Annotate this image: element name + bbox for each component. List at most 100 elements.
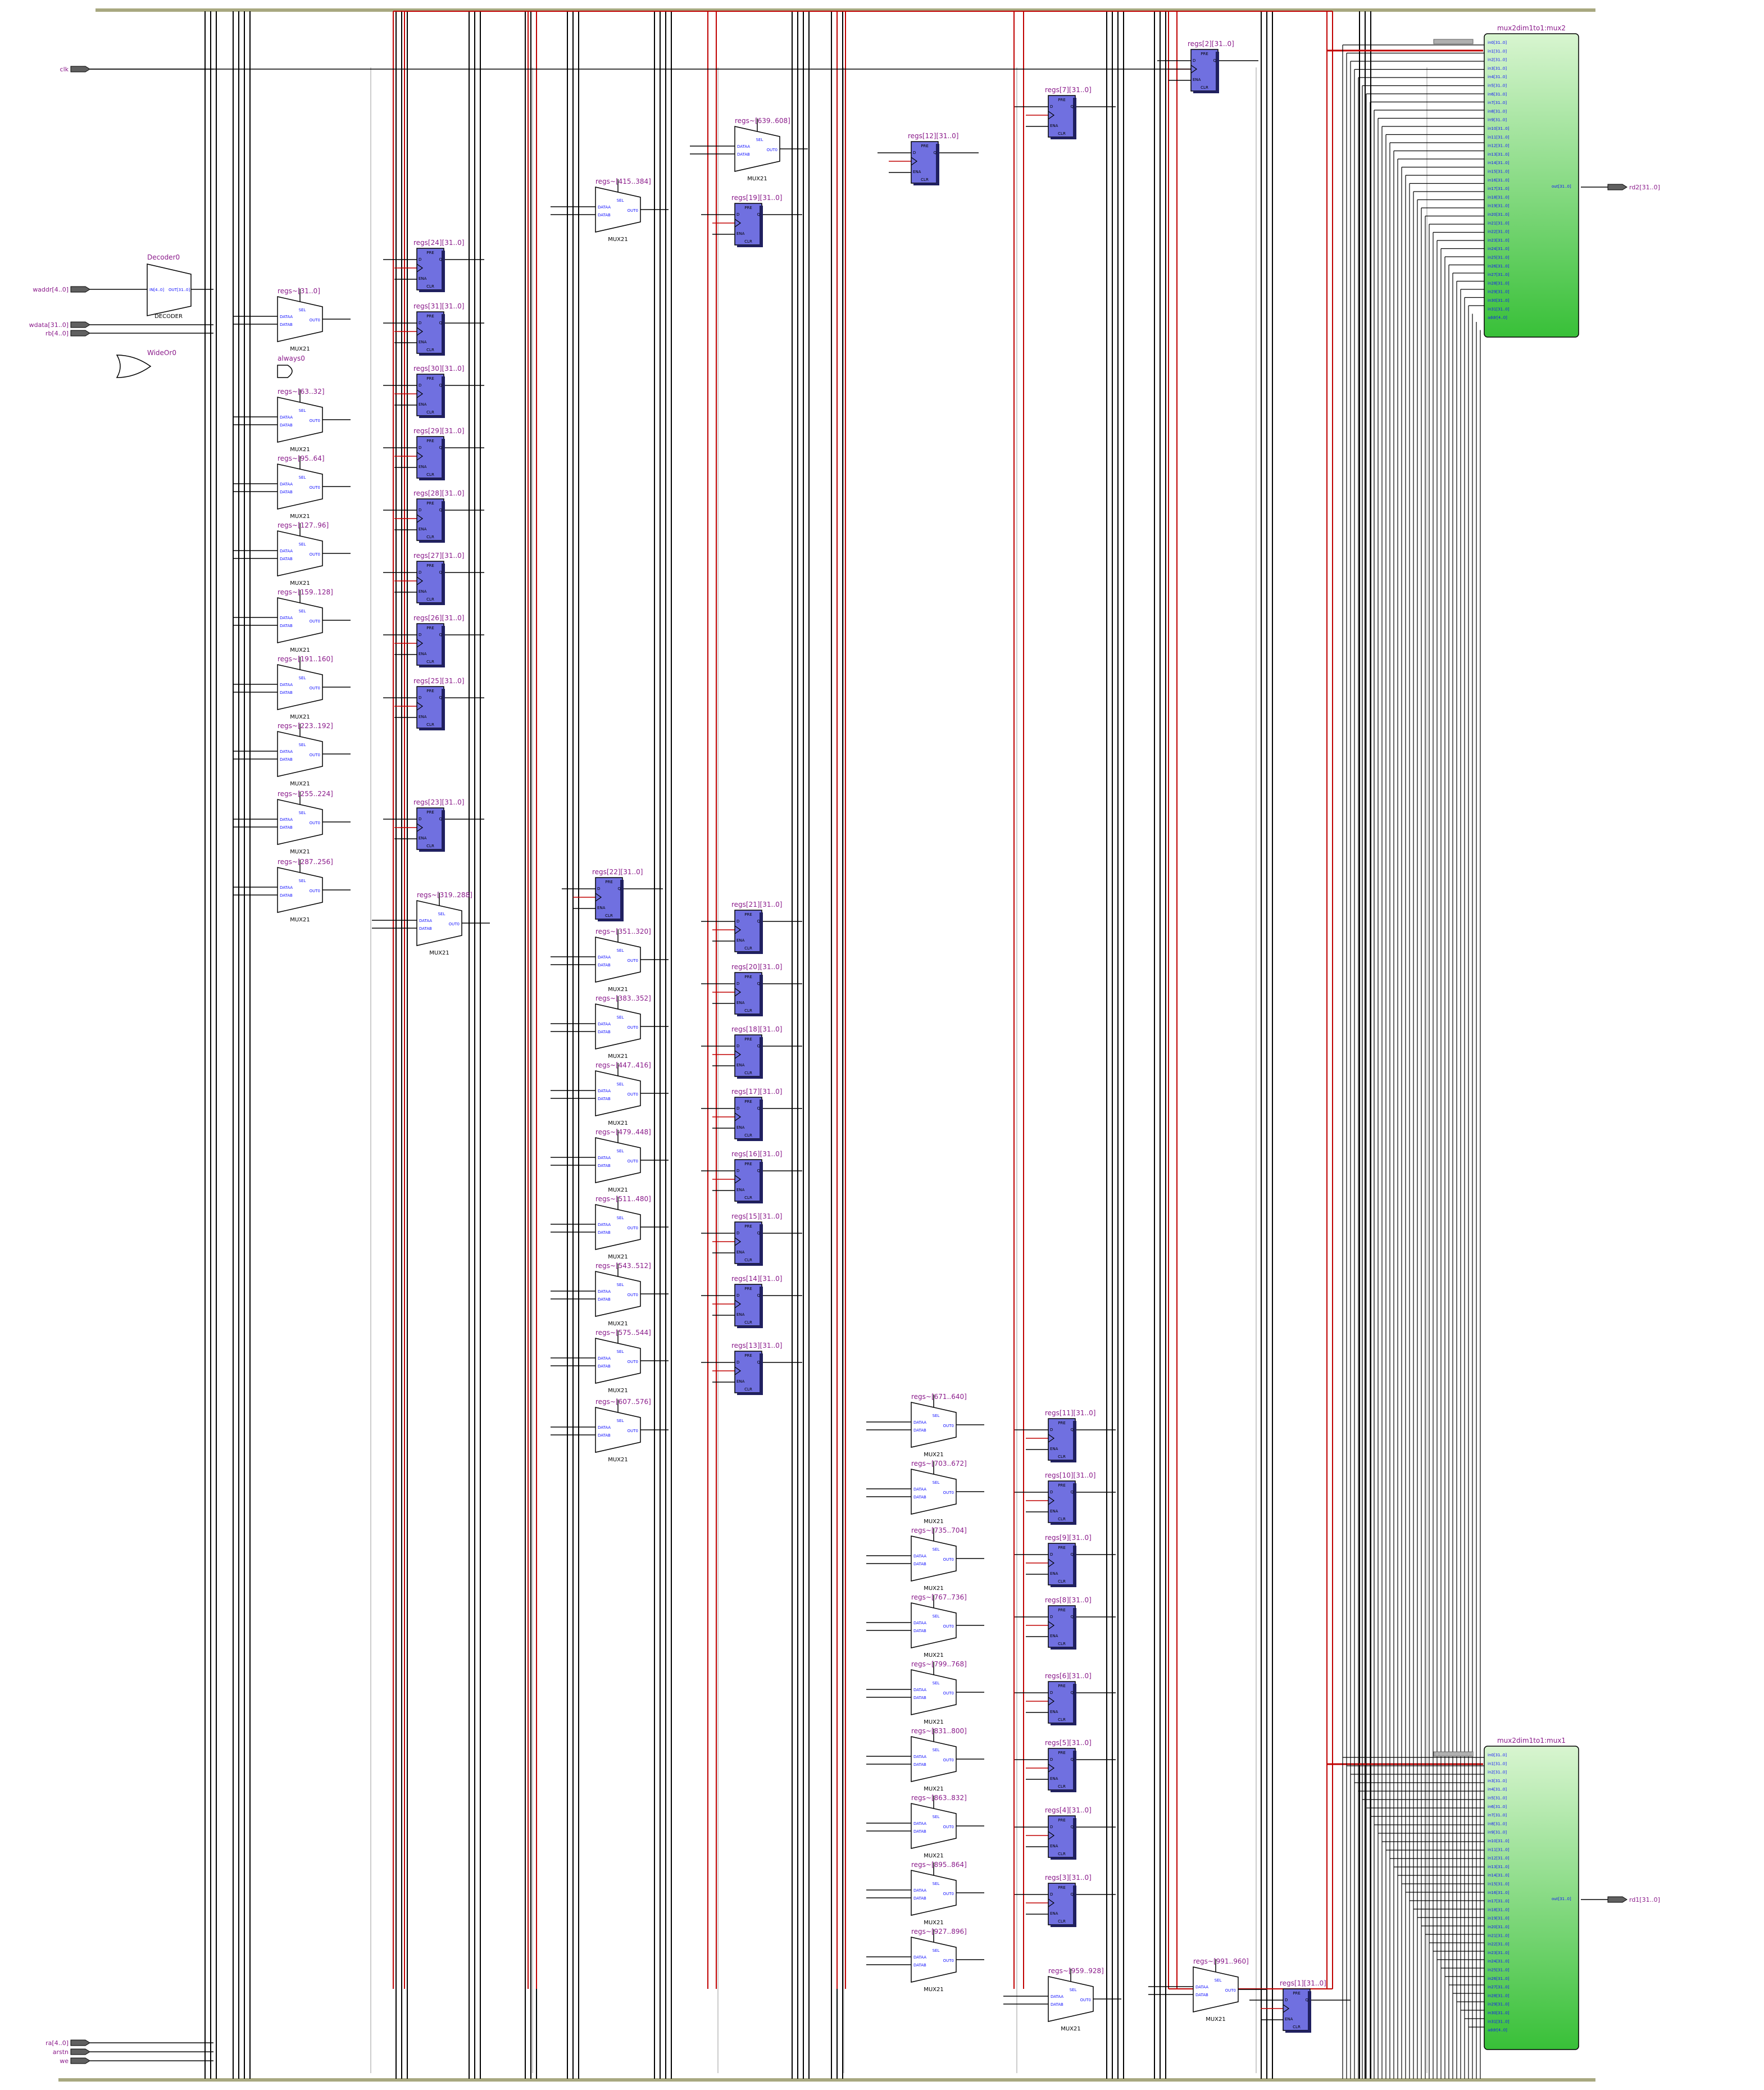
read-mux-body (1484, 1746, 1579, 2050)
read-mux-input-pin: in31[31..0] (1488, 2019, 1510, 2024)
mux21-pin-datab: DATAB (280, 423, 293, 428)
register-pin-ena: ENA (1285, 2017, 1293, 2021)
mux21-pin-out: OUT0 (449, 922, 460, 926)
read-mux-input-pin: in2[31..0] (1488, 1770, 1507, 1775)
register-pin-ena: ENA (1050, 1634, 1058, 1638)
register-pin-ena: ENA (736, 1001, 745, 1005)
read-mux-input-pin: in15[31..0] (1488, 170, 1510, 174)
register-shadow (737, 1076, 763, 1079)
read-mux-input-pin: in26[31..0] (1488, 1977, 1510, 1981)
mux21-shape (595, 1407, 641, 1453)
mux21-shape (911, 1669, 957, 1715)
mux21-pin-datab: DATAB (913, 1896, 926, 1901)
register-pin-d: D (1050, 1825, 1053, 1829)
mux21-shape (911, 1870, 957, 1916)
register-pin-ena: ENA (736, 938, 745, 943)
register-pin-q: Q (1305, 1998, 1308, 2002)
register-pin-pre: PRE (426, 314, 434, 319)
register-pin-q: Q (1070, 1892, 1074, 1897)
read-mux-input-pin: in14[31..0] (1488, 161, 1510, 165)
read-mux-input-pin: in18[31..0] (1488, 1907, 1510, 1912)
register-shadow (442, 689, 445, 729)
mux21-instance-name: regs~[927..896] (911, 1928, 967, 1935)
register-pin-d: D (913, 151, 916, 155)
register-shadow (737, 1264, 763, 1266)
read-mux-input-pin: in29[31..0] (1488, 290, 1510, 294)
mux21-pin-sel: SEL (617, 948, 624, 953)
register-clock-glyph (734, 925, 742, 934)
mux21-pin-out: OUT0 (628, 1159, 638, 1164)
read-mux-input-pin: in20[31..0] (1488, 212, 1510, 217)
read-mux-block: mux2dim1to1:mux2out[31..0]in0[31..0]in1[… (1433, 24, 1579, 338)
register-pin-pre: PRE (1058, 1546, 1066, 1550)
register-pin-pre: PRE (1058, 1751, 1066, 1755)
register-pin-clr: CLR (605, 914, 613, 918)
register-pin-clr: CLR (1058, 131, 1066, 136)
mux21-instance-name: regs~[639..608] (735, 117, 790, 125)
register-shadow (419, 849, 445, 852)
register-clock-glyph (416, 702, 424, 711)
mux21-shape (911, 1736, 957, 1782)
register-shadow (737, 1326, 763, 1328)
mux21-pin-datab: DATAB (598, 213, 611, 217)
decoder-type: DECODER (154, 313, 183, 320)
mux21-pin-sel: SEL (933, 1815, 940, 1819)
mux21-pin-sel: SEL (617, 1350, 624, 1354)
read-mux-input-pin: in4[31..0] (1488, 75, 1507, 79)
register-pin-ena: ENA (419, 402, 427, 407)
mux21-shape (595, 187, 641, 233)
input-port-label: we (60, 2057, 69, 2065)
read-mux-input-pin: in25[31..0] (1488, 256, 1510, 260)
register-clock-glyph (734, 988, 742, 997)
register-instance-name: regs[2][31..0] (1188, 40, 1234, 48)
register-pin-clr: CLR (744, 1387, 752, 1392)
mux21-type: MUX21 (924, 1719, 944, 1725)
mux21-pin-out: OUT0 (943, 1491, 954, 1495)
register-pin-clr: CLR (1058, 1718, 1066, 1722)
register-pin-d: D (1050, 1552, 1053, 1557)
read-mux-input-pin: in6[31..0] (1488, 1805, 1507, 1809)
register-instance-name: regs[16][31..0] (731, 1150, 782, 1158)
mux21-pin-datab: DATAB (598, 1297, 611, 1302)
register-instance-name: regs[21][31..0] (731, 901, 782, 908)
mux21-pin-datab: DATAB (913, 1562, 926, 1566)
read-mux-input-pin: in17[31..0] (1488, 187, 1510, 191)
mux21-type: MUX21 (290, 514, 310, 520)
register-pin-q: Q (757, 1044, 760, 1048)
mux21-shape (277, 664, 323, 710)
register-pin-d: D (736, 982, 739, 986)
register-pin-pre: PRE (1058, 1885, 1066, 1890)
register-pin-clr: CLR (426, 660, 434, 664)
mux21-pin-sel: SEL (1070, 1988, 1077, 1992)
mux21-pin-datab: DATAB (1195, 1993, 1208, 1997)
register-shadow (442, 626, 445, 666)
register-pin-pre: PRE (1293, 1991, 1301, 1996)
vertical-bus-wires (204, 11, 1371, 2079)
mux21-pin-dataa: DATAA (913, 1621, 926, 1625)
wideor-shape (116, 355, 152, 378)
register-instance-name: regs[27][31..0] (413, 552, 464, 560)
io-ports: clkwaddr[4..0]wdata[31..0]rb[4..0]ra[4..… (29, 66, 1660, 2065)
register-clock-glyph (1048, 1621, 1055, 1630)
mux21-type: MUX21 (608, 1254, 628, 1260)
read-mux-input-pin: in27[31..0] (1488, 1985, 1510, 1989)
mux21-pin-out: OUT0 (628, 1092, 638, 1097)
read-mux-input-pin: in11[31..0] (1488, 1847, 1510, 1852)
register-instance-name: regs[14][31..0] (731, 1275, 782, 1283)
mux21-pin-out: OUT0 (628, 1360, 638, 1364)
mux21-shape (1048, 1976, 1094, 2022)
register-clock-glyph (416, 639, 424, 648)
register-pin-clr: CLR (1058, 1784, 1066, 1789)
register-pin-d: D (1050, 1428, 1053, 1432)
